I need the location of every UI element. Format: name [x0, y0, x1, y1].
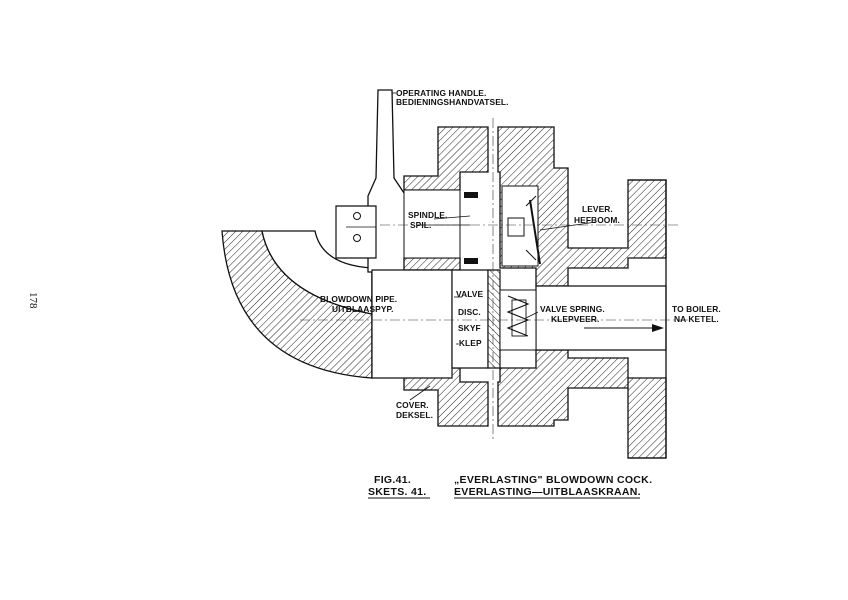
label-lever: LEVER. — [582, 204, 613, 214]
leader-lines — [392, 92, 597, 401]
label-valve-spring-af: KLEPVEER. — [551, 314, 599, 324]
label-to-boiler: TO BOILER. — [672, 304, 721, 314]
label-spindle: SPINDLE. — [408, 210, 447, 220]
figure-caption: FIG.41. SKETS. 41. „EVERLASTING" BLOWDOW… — [368, 474, 652, 499]
label-lever-af: HEFBOOM. — [574, 215, 620, 225]
lever — [501, 185, 541, 267]
label-cover: COVER. — [396, 400, 429, 410]
label-operating-handle-af: BEDIENINGSHANDVATSEL. — [396, 97, 509, 107]
centre-lines — [300, 118, 690, 440]
label-blowdown-pipe-af: UITBLAASPYP. — [332, 304, 394, 314]
label-valve: VALVE — [456, 289, 483, 299]
cover — [371, 126, 489, 427]
label-cover-af: DEKSEL. — [396, 410, 433, 420]
caption-title-af: EVERLASTING—UITBLAASKRAAN. — [454, 486, 641, 498]
label-to-boiler-af: NA KETEL. — [674, 314, 719, 324]
label-disc: DISC. — [458, 307, 481, 317]
label-valve-spring: VALVE SPRING. — [540, 304, 605, 314]
operating-handle — [335, 89, 407, 273]
caption-fig: FIG.41. — [374, 474, 411, 486]
label-operating-handle: OPERATING HANDLE. — [396, 88, 486, 98]
page-number: 178 — [27, 292, 39, 309]
flow-arrow — [584, 324, 664, 332]
label-blowdown-pipe: BLOWDOWN PIPE. — [320, 294, 397, 304]
valve-body — [497, 126, 667, 459]
caption-title: „EVERLASTING" BLOWDOWN COCK. — [454, 474, 652, 486]
label-spindle-af: SPIL. — [410, 220, 431, 230]
label-skyf: SKYF — [458, 323, 481, 333]
label-klep: -KLEP — [456, 338, 482, 348]
caption-skets: SKETS. 41. — [368, 486, 426, 498]
